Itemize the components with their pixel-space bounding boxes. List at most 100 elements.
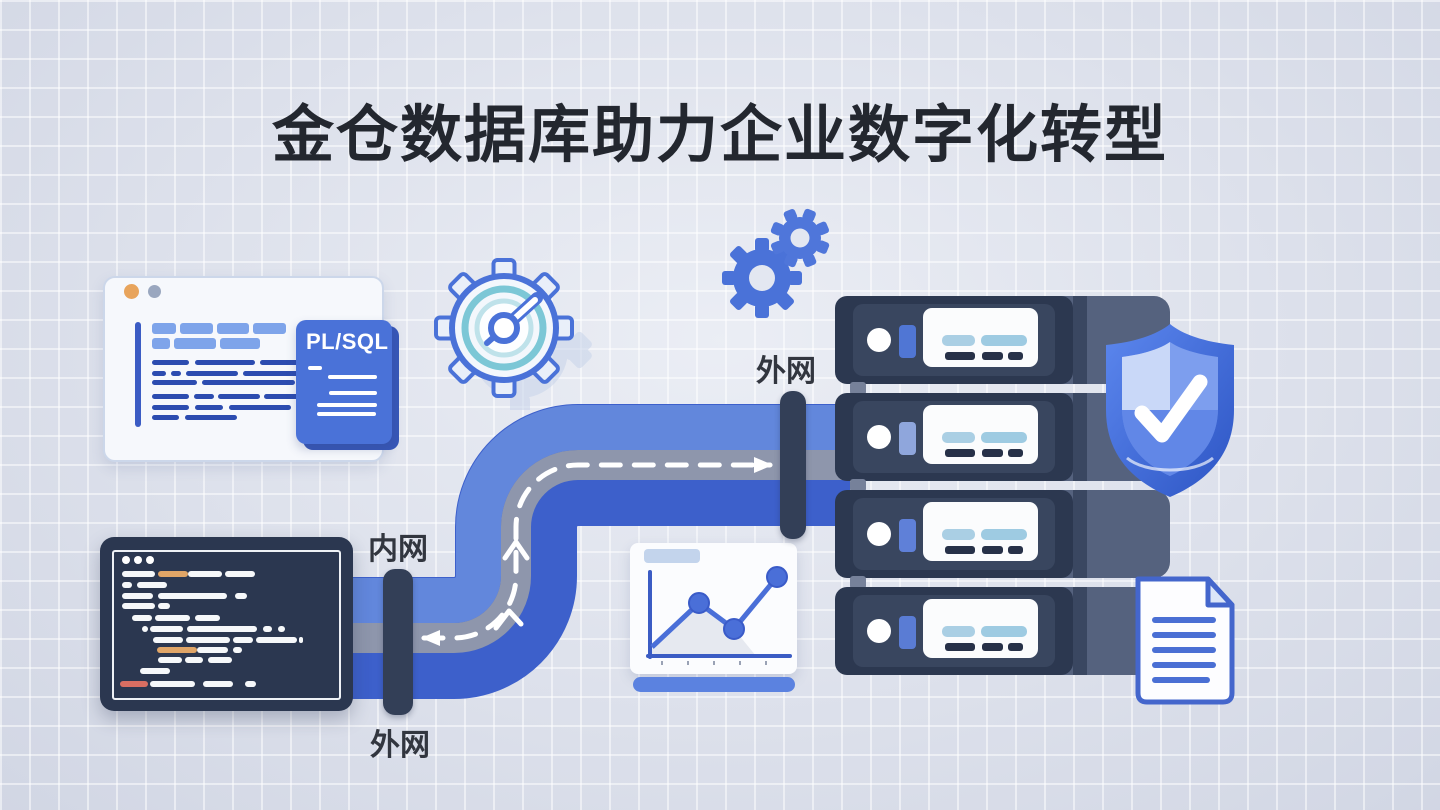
- server-status-bar-dark: [1008, 643, 1023, 651]
- security-shield-icon: [1106, 324, 1234, 497]
- browser-code-bar: [152, 394, 189, 399]
- server-status-panel: [923, 502, 1038, 561]
- editor-code-bar: [203, 681, 233, 687]
- server-unit-front: [835, 393, 1073, 481]
- gear-large: [722, 238, 802, 318]
- browser-code-bar: [186, 371, 238, 376]
- server-status-panel: [923, 308, 1038, 367]
- server-indicator-lamp: [867, 425, 891, 449]
- browser-code-bar: [264, 394, 302, 399]
- server-unit-edge: [1073, 296, 1087, 384]
- editor-code-bar: [263, 626, 272, 632]
- editor-code-bar: [150, 681, 195, 687]
- server-rack-connector: [850, 576, 866, 589]
- server-indicator-lamp: [867, 328, 891, 352]
- plsql-text-lines: [296, 320, 392, 444]
- server-stack: [835, 296, 1170, 675]
- gear-gauge-main: [434, 258, 574, 398]
- browser-code-bar: [185, 415, 237, 420]
- server-drive-slot: [899, 616, 916, 649]
- editor-code-bar: [122, 593, 153, 599]
- server-status-panel: [923, 405, 1038, 464]
- browser-code-bar: [152, 338, 170, 349]
- server-status-bar-cyan: [942, 335, 975, 346]
- server-status-bar-dark: [982, 546, 1003, 554]
- shield-checkmark: [1134, 374, 1208, 443]
- browser-code-bar: [260, 360, 302, 365]
- editor-code-bar: [197, 647, 228, 653]
- browser-code-bar: [194, 394, 214, 399]
- editor-code-bar: [195, 615, 220, 621]
- server-unit-front: [835, 587, 1073, 675]
- editor-frame: [112, 550, 341, 700]
- flow-up-chevron-1: [502, 539, 530, 561]
- editor-code-bar: [256, 637, 297, 643]
- editor-code-bar: [185, 657, 203, 663]
- browser-code-bar: [152, 323, 176, 334]
- editor-code-lines: [100, 537, 353, 711]
- analytics-chart-card: [630, 543, 797, 674]
- server-unit-edge: [1073, 587, 1087, 675]
- document-page: [1135, 576, 1235, 705]
- editor-code-bar: [278, 626, 285, 632]
- server-unit: [835, 587, 1170, 675]
- server-unit: [835, 490, 1170, 578]
- label-external-net-top: 外网: [756, 355, 816, 388]
- browser-code-bar: [152, 415, 179, 420]
- server-status-bar-cyan: [981, 626, 1027, 637]
- gauge-hub: [488, 312, 520, 344]
- server-status-bar-dark: [945, 352, 975, 360]
- editor-code-bar: [158, 657, 182, 663]
- editor-code-bar: [153, 637, 183, 643]
- editor-code-bar: [186, 637, 230, 643]
- editor-dot-1: [122, 556, 130, 564]
- editor-code-bar: [142, 626, 148, 632]
- editor-code-bar: [158, 593, 227, 599]
- document-fold: [1205, 576, 1235, 608]
- server-status-bar-cyan: [942, 529, 975, 540]
- server-status-bar-dark: [982, 352, 1003, 360]
- editor-code-bar: [208, 657, 232, 663]
- browser-code-bar: [229, 405, 291, 410]
- server-drive-slot: [899, 325, 916, 358]
- editor-dot-3: [146, 556, 154, 564]
- editor-code-bar: [233, 647, 242, 653]
- editor-code-bar: [188, 571, 222, 577]
- editor-code-bar: [158, 571, 188, 577]
- server-status-bar-cyan: [942, 432, 975, 443]
- browser-code-bar: [152, 380, 197, 385]
- page-title: 金仓数据库助力企业数字化转型: [271, 101, 1168, 170]
- editor-dot-2: [134, 556, 142, 564]
- plsql-text-bar: [308, 366, 322, 370]
- plsql-text-bar: [329, 391, 377, 395]
- gear-small: [770, 208, 830, 268]
- editor-code-bar: [157, 647, 197, 653]
- editor-code-bar: [225, 571, 255, 577]
- browser-code-bar: [195, 405, 223, 410]
- server-unit: [835, 393, 1170, 481]
- server-status-bar-dark: [945, 643, 975, 651]
- browser-code-bar: [152, 371, 166, 376]
- editor-code-bar: [132, 615, 152, 621]
- browser-code-bar: [218, 394, 260, 399]
- server-unit-edge: [1073, 490, 1087, 578]
- server-rack-connector: [850, 479, 866, 492]
- browser-code-bar: [202, 380, 295, 385]
- editor-code-bar: [120, 681, 148, 687]
- editor-code-bar: [187, 626, 257, 632]
- server-status-bar-dark: [1008, 352, 1023, 360]
- browser-code-bar: [253, 323, 286, 334]
- plsql-text-bar: [317, 403, 377, 407]
- server-drive-slot: [899, 422, 916, 455]
- editor-code-bar: [150, 626, 183, 632]
- editor-code-bar: [122, 582, 132, 588]
- browser-code-bar: [152, 360, 189, 365]
- gears-icon: [722, 208, 830, 318]
- network-boundary-connector-bottom: [383, 569, 413, 715]
- server-indicator-lamp: [867, 619, 891, 643]
- window-dot-gray: [148, 285, 161, 298]
- network-boundary-connector-top: [780, 391, 806, 539]
- server-status-bar-cyan: [981, 335, 1027, 346]
